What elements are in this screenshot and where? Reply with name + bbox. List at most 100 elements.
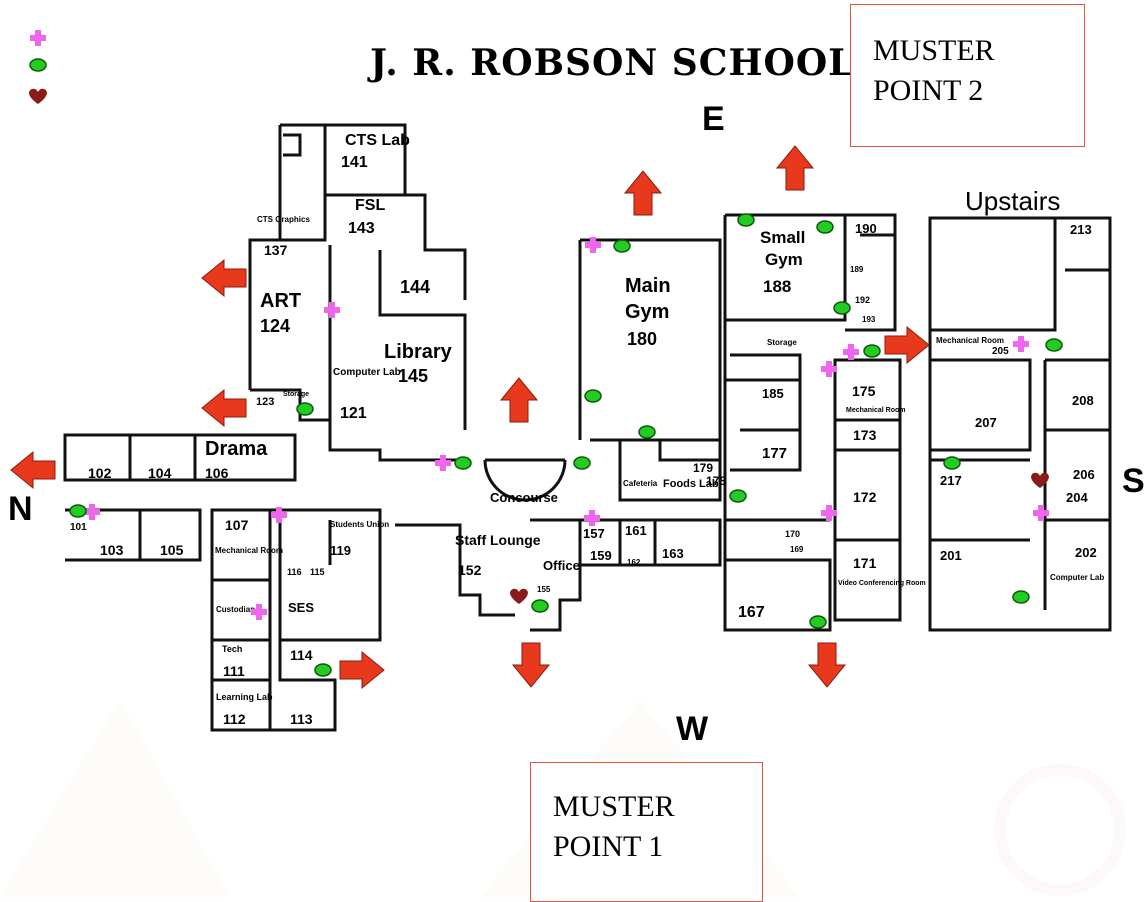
label-computer-lab: Computer Lab — [333, 367, 401, 378]
label-tech: Tech — [222, 644, 242, 654]
label-art: ART — [260, 290, 301, 312]
muster-point-2-line2: POINT 2 — [873, 74, 984, 107]
label-gym: Gym — [625, 301, 669, 323]
label-157: 157 — [583, 526, 605, 541]
muster-point-2-line1: MUSTER — [873, 34, 995, 67]
label-concourse: Concourse — [490, 490, 558, 505]
label-ses: SES — [288, 600, 314, 615]
exit-arrow-left-icon — [201, 389, 247, 427]
green-dot-icon — [729, 489, 747, 503]
room-labels: CTS Lab 141 FSL 143 CTS Graphics 137 ART… — [70, 132, 1104, 727]
label-163: 163 — [662, 546, 684, 561]
exit-arrow-up-icon — [624, 170, 662, 216]
label-121: 121 — [340, 405, 367, 422]
green-dot-icon — [531, 599, 549, 613]
label-143: 143 — [348, 220, 375, 237]
green-dot-icon — [943, 456, 961, 470]
label-178: 178 — [706, 474, 726, 488]
label-113: 113 — [290, 711, 313, 727]
label-112: 112 — [223, 711, 246, 727]
label-188: 188 — [763, 277, 791, 296]
exit-arrow-down-icon — [512, 642, 550, 688]
label-190: 190 — [855, 221, 877, 236]
legend — [29, 30, 47, 104]
label-180: 180 — [627, 329, 657, 349]
label-main: Main — [625, 275, 671, 297]
label-173: 173 — [853, 427, 877, 443]
label-145: 145 — [398, 366, 428, 386]
label-208: 208 — [1072, 393, 1094, 408]
exit-arrow-left-icon — [201, 259, 247, 297]
label-192: 192 — [855, 295, 870, 305]
label-162: 162 — [627, 558, 641, 567]
green-dot-icon — [833, 301, 851, 315]
green-dot-icon — [816, 220, 834, 234]
label-185: 185 — [762, 386, 784, 401]
label-124: 124 — [260, 316, 290, 336]
label-144: 144 — [400, 277, 430, 297]
muster-point-2-box: MUSTER POINT 2 — [850, 4, 1085, 147]
green-dot-icon — [737, 213, 755, 227]
walls — [63, 123, 902, 732]
label-141: 141 — [341, 154, 368, 171]
compass-south: S — [1122, 462, 1145, 500]
label-cts-graphics: CTS Graphics — [257, 215, 310, 224]
label-123: 123 — [256, 396, 274, 408]
exit-arrow-left-icon — [10, 451, 56, 489]
label-119: 119 — [330, 543, 351, 558]
green-dot-icon — [314, 663, 332, 677]
green-dot-icon — [1045, 338, 1063, 352]
label-students-union: Students Union — [330, 520, 389, 529]
label-172: 172 — [853, 489, 877, 505]
label-storage2: Storage — [767, 338, 797, 347]
label-170: 170 — [785, 529, 800, 539]
label-102: 102 — [88, 465, 112, 481]
label-fsl: FSL — [355, 197, 385, 214]
compass-east: E — [702, 100, 725, 138]
muster-point-1-line2: POINT 1 — [553, 830, 664, 863]
label-205: 205 — [992, 346, 1009, 357]
muster-point-1-line1: MUSTER — [553, 790, 675, 823]
label-library: Library — [384, 341, 453, 363]
label-155: 155 — [537, 585, 551, 594]
label-137: 137 — [264, 242, 288, 258]
label-169: 169 — [790, 545, 804, 554]
label-107: 107 — [225, 517, 249, 533]
green-dot-icon — [809, 615, 827, 629]
pink-cross-icon — [843, 344, 859, 360]
label-201: 201 — [940, 548, 962, 563]
label-193: 193 — [862, 315, 876, 324]
label-105: 105 — [160, 542, 184, 558]
exit-arrow-down-icon — [808, 642, 846, 688]
muster-point-1-box: MUSTER POINT 1 — [530, 762, 763, 902]
green-dot-icon — [69, 504, 87, 518]
label-175: 175 — [852, 383, 876, 399]
exit-arrow-right-icon — [339, 651, 385, 689]
exit-arrow-right-icon — [884, 326, 930, 364]
compass-north: N — [8, 490, 33, 528]
label-167: 167 — [738, 604, 765, 621]
label-106: 106 — [205, 465, 229, 481]
exit-arrow-up-icon — [776, 145, 814, 191]
label-mech-up: Mechanical Room — [936, 336, 1004, 345]
label-217: 217 — [940, 473, 962, 488]
label-cts-lab: CTS Lab — [345, 132, 410, 149]
label-161: 161 — [625, 523, 647, 538]
label-mechanical-room: Mechanical Room — [215, 546, 283, 555]
label-111: 111 — [223, 663, 245, 679]
green-dot-icon — [29, 58, 47, 72]
label-204: 204 — [1066, 490, 1088, 505]
pink-cross-icon — [1013, 336, 1029, 352]
label-115: 115 — [310, 567, 325, 577]
label-171: 171 — [853, 555, 877, 571]
label-video-conf: Video Conferencing Room — [838, 580, 926, 587]
green-dot-icon — [454, 456, 472, 470]
label-drama: Drama — [205, 438, 268, 460]
green-dot-icon — [573, 456, 591, 470]
label-177: 177 — [762, 445, 787, 462]
label-storage: Storage — [283, 391, 309, 398]
upstairs-walls — [928, 216, 1112, 632]
compass-west: W — [676, 710, 709, 748]
pink-cross-icon — [30, 30, 46, 46]
label-116: 116 — [287, 567, 302, 577]
